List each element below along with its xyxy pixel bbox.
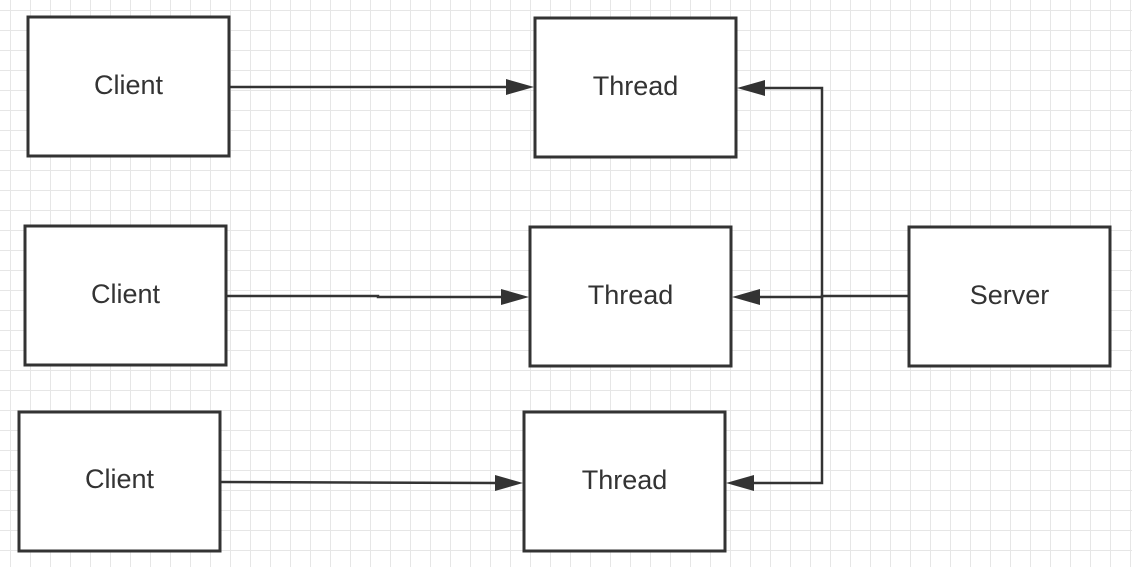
server-box <box>907 225 1112 368</box>
arrowhead-icon <box>501 289 529 305</box>
client-box-3 <box>17 410 222 553</box>
thread-box-1 <box>533 16 738 159</box>
client-box-2 <box>23 224 228 367</box>
thread-label-3: Thread <box>582 465 668 495</box>
thread-node-1[interactable]: Thread <box>533 16 738 159</box>
edge-server-thread-2 <box>732 289 909 305</box>
client-box-1 <box>26 15 231 158</box>
edge-client-1-thread-1 <box>229 79 534 95</box>
server-label: Server <box>970 280 1050 310</box>
edge-client-3-thread-3 <box>219 475 523 491</box>
arrowhead-icon <box>726 475 754 491</box>
edge-client-2-thread-2 <box>226 289 529 305</box>
edge-line <box>219 480 498 485</box>
thread-label-1: Thread <box>593 71 679 101</box>
thread-node-2[interactable]: Thread <box>528 225 733 368</box>
arrowhead-icon <box>737 80 765 96</box>
edge-server-thread-1 <box>737 80 824 296</box>
server-node[interactable]: Server <box>907 225 1112 368</box>
edge-line <box>753 297 824 485</box>
thread-label-2: Thread <box>588 280 674 310</box>
arrowhead-icon <box>495 475 523 491</box>
client-node-1[interactable]: Client <box>26 15 231 158</box>
client-node-3[interactable]: Client <box>17 410 222 553</box>
client-node-2[interactable]: Client <box>23 224 228 367</box>
edge-server-thread-3 <box>726 297 824 491</box>
arrowhead-icon <box>506 79 534 95</box>
thread-node-3[interactable]: Thread <box>522 410 727 553</box>
thread-box-2 <box>528 225 733 368</box>
client-label-2: Client <box>91 279 161 309</box>
edge-line <box>226 294 503 299</box>
edge-line <box>764 86 824 296</box>
client-label-3: Client <box>85 464 155 494</box>
client-label-1: Client <box>94 70 164 100</box>
arrowhead-icon <box>732 289 760 305</box>
edge-line <box>759 294 909 299</box>
thread-box-3 <box>522 410 727 553</box>
